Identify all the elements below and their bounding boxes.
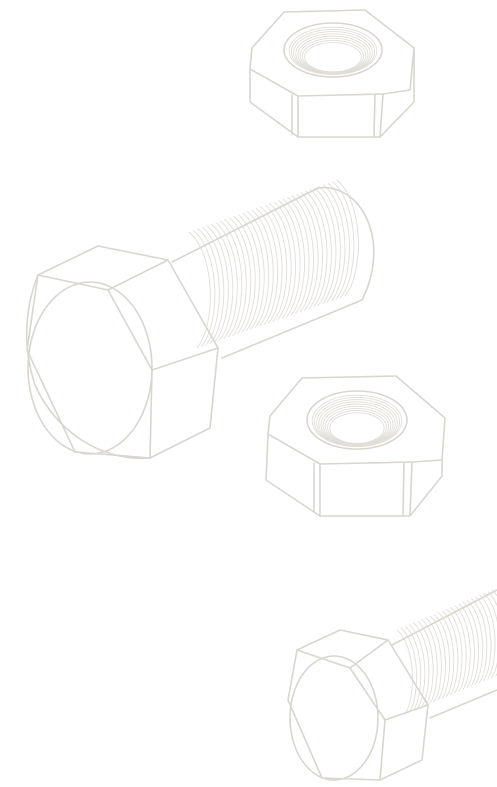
thread-ring: [327, 410, 387, 445]
thread-ring: [299, 37, 367, 74]
thread-ring: [417, 620, 434, 706]
thread-ring: [462, 601, 479, 687]
thread-ring: [297, 35, 369, 74]
bolt-head-edges: [349, 667, 386, 781]
thread-ring: [454, 605, 471, 691]
bolt-shank-tip: [317, 186, 375, 301]
thread-ring: [224, 218, 247, 336]
thread-ring: [233, 215, 256, 333]
bolt-head-circle: [289, 655, 379, 781]
nut-side-edge: [409, 461, 413, 517]
nut-side-edges: [249, 47, 415, 138]
thread-ring: [278, 200, 301, 317]
thread-ring: [264, 204, 287, 322]
thread-ring: [260, 206, 283, 324]
bolt-shank-outline: [171, 187, 363, 359]
thread-ring: [458, 603, 475, 689]
thread-ring: [324, 407, 390, 445]
thread-ring: [313, 396, 401, 447]
nut-top-face: [267, 375, 446, 465]
thread-ring: [311, 394, 403, 448]
hex-nut-icon: [249, 9, 415, 138]
thread-ring: [479, 594, 496, 680]
nut-thread-rings: [311, 394, 403, 448]
nut-side-edges: [265, 433, 443, 517]
thread-ring: [287, 196, 310, 314]
thread-ring: [282, 198, 305, 316]
thread-ring: [301, 39, 365, 73]
thread-ring: [296, 193, 319, 311]
hex-bolt-icon: [287, 589, 497, 781]
thread-ring: [215, 222, 238, 339]
thread-ring: [305, 190, 328, 308]
nut-bore: [306, 390, 408, 450]
bolt-head-front: [26, 245, 219, 459]
thread-ring: [404, 626, 422, 711]
bolt-head-edges: [151, 347, 219, 371]
bolt-thread-rings: [188, 179, 359, 349]
bolt-thread-rings: [396, 589, 497, 715]
thread-ring: [396, 629, 413, 715]
bolt-head-edges: [384, 704, 429, 721]
thread-ring: [269, 203, 292, 321]
bolt-shank-outline: [391, 589, 497, 719]
thread-ring: [483, 593, 497, 678]
thread-ring: [421, 619, 438, 705]
thread-ring: [291, 195, 314, 313]
thread-ring: [273, 201, 296, 319]
thread-ring: [329, 412, 385, 444]
thread-ring: [300, 192, 323, 310]
hex-bolt-icon: [25, 179, 375, 460]
thread-ring: [466, 599, 484, 685]
thread-ring: [188, 231, 211, 349]
thread-ring: [318, 185, 341, 303]
thread-ring: [322, 405, 392, 446]
nut-bore: [283, 22, 383, 78]
thread-ring: [309, 189, 332, 306]
thread-ring: [228, 217, 252, 335]
thread-ring: [314, 187, 337, 305]
bolt-head-edges: [37, 259, 169, 291]
thread-ring: [246, 211, 270, 328]
thread-ring: [450, 606, 467, 692]
bolt-head-circle: [27, 281, 153, 455]
thread-ring: [206, 225, 229, 343]
nut-side-edge: [379, 93, 384, 138]
bolt-head-front: [287, 629, 429, 781]
thread-ring: [327, 182, 350, 300]
thread-ring: [413, 622, 430, 708]
thread-ring: [251, 209, 274, 327]
thread-ring: [446, 608, 463, 694]
nut-side-edge: [402, 461, 405, 517]
thread-ring: [487, 591, 497, 677]
thread-ring: [202, 226, 225, 344]
thread-ring: [210, 223, 234, 341]
thread-ring: [197, 228, 220, 346]
thread-ring: [255, 207, 278, 325]
nut-thread-rings: [288, 26, 378, 76]
bolt-head-face: [25, 274, 151, 460]
thread-ring: [193, 229, 216, 347]
thread-ring: [295, 33, 371, 74]
hex-nut-icon: [265, 375, 446, 517]
thread-ring: [470, 598, 488, 684]
thread-ring: [304, 42, 362, 73]
thread-ring: [323, 184, 346, 302]
thread-ring: [442, 610, 459, 696]
thread-ring: [400, 627, 418, 713]
thread-ring: [336, 179, 359, 297]
thread-ring: [409, 624, 426, 710]
thread-ring: [288, 26, 378, 76]
thread-ring: [219, 220, 243, 338]
thread-ring: [475, 596, 492, 682]
nut-side-edge: [373, 93, 376, 138]
